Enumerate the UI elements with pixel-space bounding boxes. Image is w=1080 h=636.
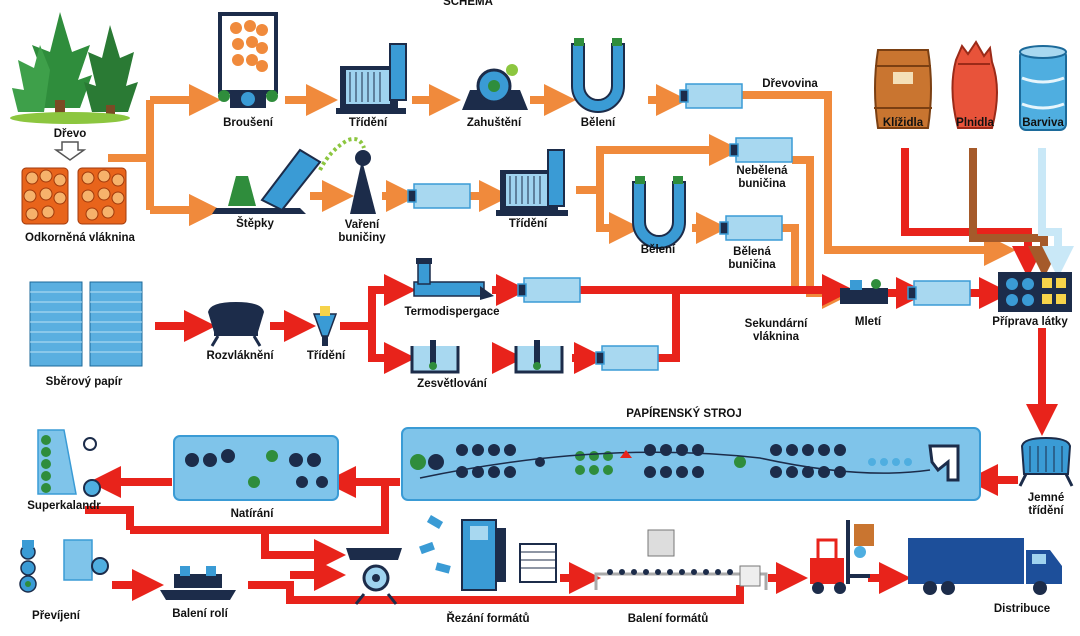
label-baleni-roli: Balení rolí — [172, 608, 228, 620]
bleach-u-tank-icon — [571, 38, 625, 113]
label-odkornena: Odkorněná vláknina — [25, 232, 135, 244]
flow-trideni2-split — [576, 134, 741, 194]
label-jemne-1: Jemné — [1027, 492, 1065, 504]
label-belena-2: buničina — [728, 259, 776, 271]
drum-icon — [1019, 45, 1067, 131]
refiner-icon — [840, 279, 888, 304]
screen-machine-2-icon — [496, 149, 568, 216]
label-sekundarni-2: vláknina — [752, 331, 800, 343]
digester-icon — [318, 137, 376, 214]
label-stepky: Štěpky — [236, 218, 274, 230]
thickener-icon — [462, 64, 528, 110]
additive-flow-lines — [901, 148, 1074, 278]
disperger-icon — [413, 258, 494, 300]
label-natirani: Natírání — [230, 508, 274, 520]
label-sberovy: Sběrový papír — [45, 376, 123, 388]
chipper-icon — [212, 148, 322, 214]
coater-panel — [173, 435, 339, 501]
label-mleti: Mletí — [854, 316, 882, 328]
flow-stroj-down — [130, 478, 395, 534]
tank-belena — [719, 215, 783, 241]
label-klizidla: Klížidla — [882, 117, 924, 129]
label-papirensky-stroj: PAPÍRENSKÝ STROJ — [626, 408, 742, 420]
sheet-packaging-icon — [594, 529, 768, 590]
orange-flow-lines — [108, 84, 1016, 309]
label-zesvetlovani: Zesvětlování — [417, 378, 487, 390]
screen-machine-icon — [336, 43, 407, 114]
flow-trideni3-split — [340, 274, 416, 330]
storage-tanks — [407, 83, 971, 371]
flow-to-previjeni — [85, 506, 134, 530]
label-trideni-2: Třídění — [508, 218, 548, 230]
tank-mleti — [907, 280, 971, 306]
flow-drevovina — [742, 91, 1016, 266]
label-zahusteni: Zahuštění — [466, 117, 522, 129]
bleach-u-tank-2-icon — [632, 176, 686, 249]
tank-vareni — [407, 183, 471, 209]
label-baleni-formatu: Balení formátů — [627, 613, 709, 625]
supercalender-icon — [37, 429, 101, 497]
tank-termo — [517, 277, 581, 303]
red-flow-lines — [85, 274, 1058, 604]
label-belena-1: Bělená — [733, 246, 771, 258]
trees-icon — [10, 12, 138, 124]
flotation-cells-icon — [410, 340, 564, 374]
label-superkalandr: Superkalandr — [27, 500, 101, 512]
rewinder-icon — [19, 539, 109, 593]
flow-baleni-rezani — [248, 581, 744, 604]
tank-zesvetlovani — [595, 345, 659, 371]
label-barviva: Barviva — [1022, 117, 1064, 129]
down-arrow-icon — [53, 141, 87, 161]
label-brouseni: Broušení — [223, 117, 273, 129]
label-drevovina: Dřevovina — [762, 78, 818, 90]
tank-nebelena — [729, 137, 793, 163]
logs-icon — [21, 167, 127, 225]
paper-machine-panel — [401, 427, 981, 501]
label-sekundarni-1: Sekundární — [744, 318, 808, 330]
diagram-title: SCHÉMA — [443, 0, 493, 8]
cyclone-icon — [312, 306, 338, 346]
barrel-icon — [874, 49, 932, 129]
sheeter-icon — [346, 515, 557, 605]
label-vareni-1: Vaření — [344, 219, 380, 231]
tank-drevovina — [679, 83, 743, 109]
roll-wrapper-icon — [160, 566, 236, 600]
label-priprava: Příprava látky — [992, 316, 1068, 328]
paper-bales-icon — [29, 281, 143, 367]
label-beleni-2: Bělení — [640, 244, 676, 256]
label-rozvlakneni: Rozvláknění — [206, 350, 274, 362]
label-drevo: Dřevo — [53, 128, 87, 140]
label-rezani-formatu: Řezání formátů — [446, 613, 530, 625]
fine-screen-icon — [1018, 436, 1074, 487]
label-trideni-1: Třídění — [348, 117, 388, 129]
truck-icon — [908, 538, 1062, 595]
label-nebelena-1: Nebělená — [736, 165, 788, 177]
forklift-icon — [810, 520, 874, 594]
label-jemne-2: třídění — [1028, 505, 1064, 517]
label-trideni-3: Třídění — [306, 350, 346, 362]
flow-belena-mleti — [782, 224, 799, 293]
label-beleni-1: Bělení — [580, 117, 616, 129]
label-previjeni: Převíjení — [32, 610, 80, 622]
label-distribuce: Distribuce — [993, 603, 1051, 615]
stock-prep-icon — [998, 272, 1072, 312]
sack-icon — [951, 40, 998, 129]
label-termodispergace: Termodispergace — [404, 306, 500, 318]
label-vareni-2: buničiny — [338, 232, 386, 244]
label-nebelena-2: buničina — [738, 178, 786, 190]
label-plnidla: Plnidla — [956, 117, 994, 129]
flow-wood-split — [108, 96, 205, 210]
pulper-icon — [208, 302, 264, 347]
grinder-icon — [218, 12, 278, 108]
